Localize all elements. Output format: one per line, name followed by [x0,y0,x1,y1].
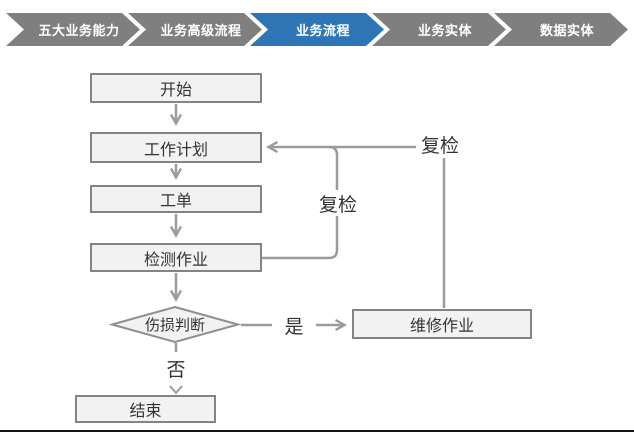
edge-label-text: 复检 [318,194,357,216]
node-repair-job: 维修作业 [352,309,532,339]
node-label: 工单 [159,193,192,210]
nav-step-data-entity[interactable]: 数据实体 [494,13,628,46]
node-inspection-job: 检测作业 [90,243,262,272]
node-damage-decision: 伤损判断 [112,307,238,342]
nav-step-business-high-level-process[interactable]: 业务高级流程 [128,13,262,46]
edge-label-recheck-repair: 复检 [416,130,464,158]
edge-label-text: 否 [166,359,186,381]
node-label: 伤损判断 [144,317,205,334]
nav-step-label: 业务高级流程 [160,23,242,38]
node-label: 维修作业 [409,318,474,335]
node-label: 工作计划 [143,141,208,159]
edge-label-no: 否 [163,355,189,381]
nav-step-label: 五大业务能力 [38,23,120,38]
node-label: 结束 [129,403,162,420]
nav-step-business-entity[interactable]: 业务实体 [372,13,506,46]
node-label: 开始 [159,82,192,99]
edge-repair-recheck-to-plan [269,147,446,308]
nav-step-five-business-capabilities[interactable]: 五大业务能力 [6,13,140,46]
node-label: 检测作业 [143,251,208,269]
node-work-plan: 工作计划 [90,132,262,163]
nav-step-label: 业务流程 [295,23,350,38]
edge-label-text: 是 [284,316,304,338]
nav-step-label: 业务实体 [417,23,472,38]
edge-label-text: 复检 [420,135,459,157]
nav-step-label: 数据实体 [539,23,594,38]
edge-label-recheck-loop: 复检 [316,190,360,216]
decision-diamond-shape [108,305,242,344]
node-start: 开始 [90,73,262,103]
edge-no-to-end-arrowhead [169,385,183,395]
node-end: 结束 [75,395,216,423]
node-work-order: 工单 [90,185,262,213]
nav-step-business-process-active[interactable]: 业务流程 [250,13,384,46]
bottom-border-line [0,430,634,432]
edge-label-yes: 是 [281,312,307,338]
